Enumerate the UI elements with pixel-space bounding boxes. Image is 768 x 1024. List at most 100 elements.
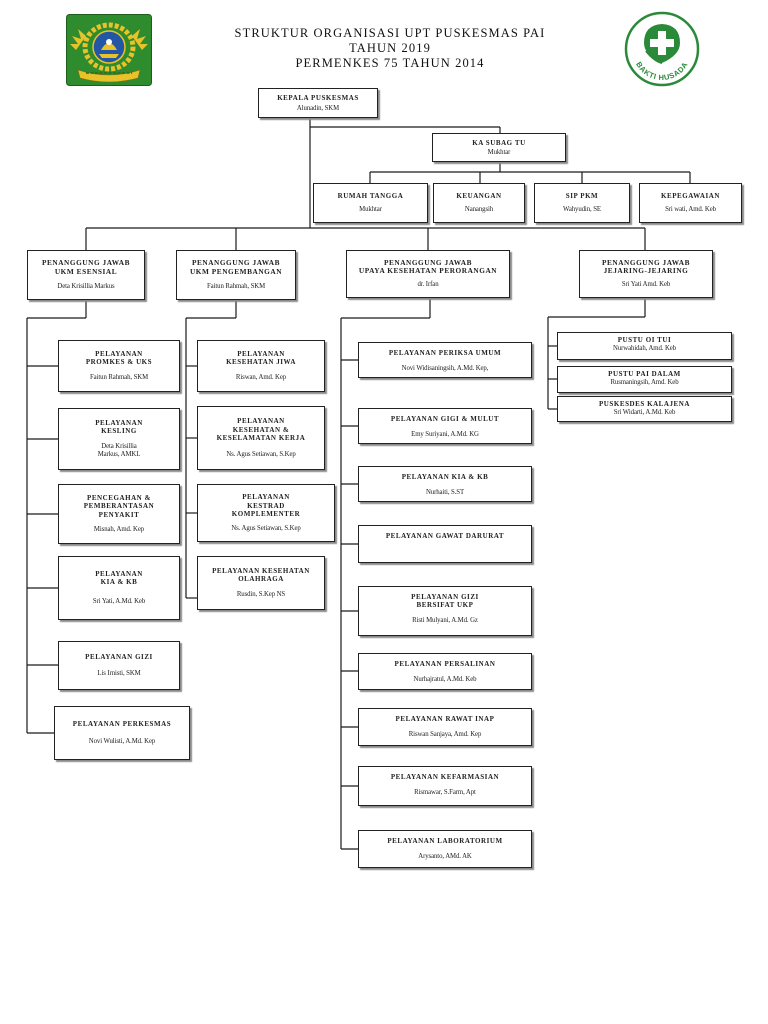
- box-title: RUMAH TANGGA: [337, 191, 404, 200]
- box-title: PELAYANAN GIZI BERSIFAT UKP: [411, 593, 479, 610]
- box-name: Misnah, Amd. Kep: [93, 525, 145, 533]
- box-p2p: PENCEGAHAN & PEMBERANTASAN PENYAKIT Misn…: [58, 484, 180, 544]
- box-keuangan: KEUANGAN Nanangsih: [433, 183, 525, 223]
- box-name: Novi Wulisti, A.Md. Kep: [88, 738, 156, 746]
- bakti-husada-logo: BAKTI HUSADA: [624, 11, 700, 87]
- box-rumah-tangga: RUMAH TANGGA Mukhtar: [313, 183, 428, 223]
- box-kefarmasian: PELAYANAN KEFARMASIAN Rismawar, S.Farm, …: [358, 766, 532, 806]
- box-title: PELAYANAN PROMKES & UKS: [85, 350, 153, 367]
- box-title: PENANGGUNG JAWAB UKM ESENSIAL: [41, 258, 131, 276]
- box-name: Sri Yati, A.Md. Keb: [92, 597, 146, 605]
- box-name: Ns. Agus Setiawan, S.Kep: [226, 450, 296, 458]
- box-title: KEPALA PUSKESMAS: [277, 94, 359, 103]
- title-line-1: STRUKTUR ORGANISASI UPT PUSKESMAS PAI: [234, 26, 546, 40]
- box-name: Sri wati, Amd. Keb: [665, 206, 716, 214]
- box-name: Emy Suriyani, A.Md. KG: [411, 431, 479, 439]
- box-pj-jejaring: PENANGGUNG JAWAB JEJARING-JEJARING Sri Y…: [579, 250, 713, 298]
- box-kestrad: PELAYANAN KESTRAD KOMPLEMENTER Ns. Agus …: [197, 484, 335, 542]
- box-pj-ukp: PENANGGUNG JAWAB UPAYA KESEHATAN PERORAN…: [346, 250, 510, 298]
- box-periksa-umum: PELAYANAN PERIKSA UMUM Novi Widisaningsi…: [358, 342, 532, 378]
- box-name: Risti Mulyani, A.Md. Gz: [412, 617, 478, 625]
- box-name: dr. Irfan: [417, 281, 439, 289]
- box-kepegawaian: KEPEGAWAIAN Sri wati, Amd. Keb: [639, 183, 742, 223]
- box-laboratorium: PELAYANAN LABORATORIUM Arysanto, AMd. AK: [358, 830, 532, 868]
- box-kesehatan-jiwa: PELAYANAN KESEHATAN JIWA Riswan, Amd. Ke…: [197, 340, 325, 392]
- box-name: Faitun Rahmah, SKM: [89, 373, 149, 381]
- box-name: Ns. Agus Setiawan, S.Kep: [231, 524, 301, 532]
- box-title: PELAYANAN KESEHATAN & KESELAMATAN KERJA: [216, 417, 306, 442]
- box-title: PUSTU PAI DALAM: [608, 370, 681, 378]
- box-promkes-uks: PELAYANAN PROMKES & UKS Faitun Rahmah, S…: [58, 340, 180, 392]
- title-line-2: TAHUN 2019: [349, 41, 431, 55]
- box-title: PELAYANAN RAWAT INAP: [395, 715, 495, 723]
- box-persalinan: PELAYANAN PERSALINAN Nurhajratul, A.Md. …: [358, 653, 532, 690]
- box-perkesmas: PELAYANAN PERKESMAS Novi Wulisti, A.Md. …: [54, 706, 190, 760]
- box-title: PELAYANAN LABORATORIUM: [387, 837, 503, 845]
- box-k3: PELAYANAN KESEHATAN & KESELAMATAN KERJA …: [197, 406, 325, 470]
- box-title: PELAYANAN KIA & KB: [95, 570, 143, 587]
- box-name: Riswan Sanjaya, Amd. Kep: [408, 731, 482, 739]
- box-title: PELAYANAN KESLING: [95, 418, 143, 436]
- box-name: Sri Widarti, A.Md. Keb: [613, 409, 676, 417]
- box-pustu-pai-dalam: PUSTU PAI DALAM Rusmaningsih, Amd. Keb: [557, 366, 732, 393]
- box-gigi-mulut: PELAYANAN GIGI & MULUT Emy Suriyani, A.M…: [358, 408, 532, 444]
- box-title: PELAYANAN KIA & KB: [401, 473, 489, 481]
- box-rawat-inap: PELAYANAN RAWAT INAP Riswan Sanjaya, Amd…: [358, 708, 532, 746]
- box-title: PUSTU OI TUI: [617, 336, 672, 344]
- box-name: Deta Krisillia Markus: [57, 282, 115, 290]
- box-title: PELAYANAN GIZI: [85, 652, 153, 661]
- box-title: KA SUBAG TU: [472, 138, 526, 147]
- box-kia-kb-ukp: PELAYANAN KIA & KB Nurhaiti, S.ST: [358, 466, 532, 502]
- box-kesling: PELAYANAN KESLING Deta Krisillia Markus,…: [58, 408, 180, 470]
- box-kepala-puskesmas: KEPALA PUSKESMAS Alunadin, SKM: [258, 88, 378, 118]
- box-name: Nurhajratul, A.Md. Keb: [413, 676, 477, 684]
- box-title: SIP PKM: [565, 191, 599, 200]
- box-title: PENCEGAHAN & PEMBERANTASAN PENYAKIT: [83, 494, 155, 519]
- box-gawat-darurat: PELAYANAN GAWAT DARURAT: [358, 525, 532, 563]
- box-name: Deta Krisillia Markus, AMKL: [97, 443, 141, 459]
- box-name: Riswan, Amd. Kep: [235, 373, 287, 381]
- box-title: PELAYANAN KEFARMASIAN: [390, 773, 500, 781]
- box-gizi-esensial: PELAYANAN GIZI Lis Irnisti, SKM: [58, 641, 180, 690]
- box-title: KEUANGAN: [456, 191, 502, 200]
- document-title: STRUKTUR ORGANISASI UPT PUSKESMAS PAI TA…: [190, 26, 590, 71]
- box-title: PUSKESDES KALAJENA: [598, 400, 690, 408]
- box-name: Novi Widisaningsih, A.Md. Kep,: [401, 365, 489, 373]
- box-name: Mukhtar: [487, 149, 511, 157]
- box-title: PELAYANAN PERIKSA UMUM: [388, 349, 502, 357]
- box-name: Nurwahidah, Amd. Keb: [613, 345, 676, 353]
- box-ka-subag-tu: KA SUBAG TU Mukhtar: [432, 133, 566, 162]
- box-title: PENANGGUNG JAWAB UKM PENGEMBANGAN: [189, 258, 283, 276]
- box-gizi-ukp: PELAYANAN GIZI BERSIFAT UKP Risti Mulyan…: [358, 586, 532, 636]
- box-title: PELAYANAN PERKESMAS: [72, 719, 172, 728]
- box-title: PENANGGUNG JAWAB UPAYA KESEHATAN PERORAN…: [358, 257, 498, 276]
- box-pj-ukm-esensial: PENANGGUNG JAWAB UKM ESENSIAL Deta Krisi…: [27, 250, 145, 300]
- box-title: PELAYANAN KESTRAD KOMPLEMENTER: [231, 493, 301, 518]
- box-name: Rismawar, S.Farm, Apt: [414, 789, 476, 797]
- box-name: Nanangsih: [464, 206, 494, 214]
- box-name: Faitun Rahmah, SKM: [206, 282, 266, 290]
- box-title: KEPEGAWAIAN: [661, 191, 720, 200]
- box-name: Wahyudin, SE: [563, 206, 601, 214]
- box-name: Rusdin, S.Kep NS: [236, 591, 286, 599]
- box-name: Lis Irnisti, SKM: [97, 670, 141, 678]
- box-name: Arysanto, AMd. AK: [418, 853, 472, 861]
- box-title: PELAYANAN GIGI & MULUT: [390, 415, 500, 423]
- box-name: Mukhtar: [359, 206, 382, 214]
- box-title: PELAYANAN KESEHATAN JIWA: [226, 350, 296, 367]
- box-title: PELAYANAN GAWAT DARURAT: [385, 532, 505, 540]
- box-title: PENANGGUNG JAWAB JEJARING-JEJARING: [601, 257, 691, 276]
- box-kesehatan-olahraga: PELAYANAN KESEHATAN OLAHRAGA Rusdin, S.K…: [197, 556, 325, 610]
- box-title: PELAYANAN KESEHATAN OLAHRAGA: [212, 566, 310, 584]
- box-name: Alunadin, SKM: [296, 104, 340, 112]
- box-pustu-oi-tui: PUSTU OI TUI Nurwahidah, Amd. Keb: [557, 332, 732, 360]
- box-puskesdes-kalajena: PUSKESDES KALAJENA Sri Widarti, A.Md. Ke…: [557, 396, 732, 422]
- box-name: Sri Yati Amd. Keb: [621, 281, 671, 289]
- box-name: Rusmaningsih, Amd. Keb: [610, 379, 679, 387]
- title-line-3: PERMENKES 75 TAHUN 2014: [295, 56, 485, 70]
- box-pj-ukm-pengembangan: PENANGGUNG JAWAB UKM PENGEMBANGAN Faitun…: [176, 250, 296, 300]
- box-sip-pkm: SIP PKM Wahyudin, SE: [534, 183, 630, 223]
- regional-emblem-logo: [66, 14, 152, 86]
- box-name: Nurhaiti, S.ST: [425, 489, 465, 497]
